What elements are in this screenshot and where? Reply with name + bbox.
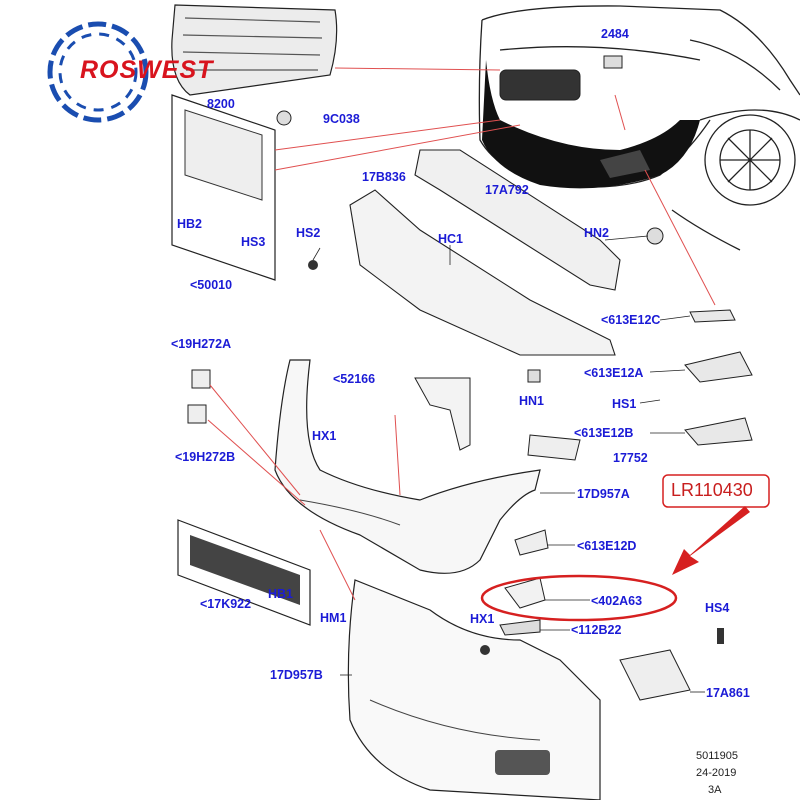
bracket-17a861 <box>619 649 691 701</box>
label-17b836: 17B836 <box>362 170 406 184</box>
label-leaders <box>312 235 705 693</box>
roswest-logo-mark <box>47 21 149 123</box>
label-hs3: HS3 <box>241 235 266 249</box>
bracket-52166 <box>414 377 471 451</box>
part-hn2 <box>646 227 664 245</box>
label-52166: <52166 <box>333 372 376 386</box>
label-17k922: <17K922 <box>200 597 252 611</box>
label-9c038: 9C038 <box>323 112 360 126</box>
label-19h272b: <19H272B <box>175 450 236 464</box>
plate-box <box>171 94 276 281</box>
label-hs4: HS4 <box>705 601 730 615</box>
label-17d957a: 17D957A <box>577 487 630 501</box>
lower-grille-17k922 <box>190 535 300 605</box>
plate-bracket <box>184 109 263 201</box>
logo-brand: ROSWEST <box>80 56 214 84</box>
part-hx1 <box>480 645 490 655</box>
bumper-cover-17d957b <box>347 579 601 800</box>
label-hn2: HN2 <box>584 226 610 240</box>
bumper-cover-17d957a <box>274 359 541 574</box>
car-grille <box>499 69 581 101</box>
label-112b22: <112B22 <box>571 623 622 637</box>
label-hs1: HS1 <box>612 397 637 411</box>
cover-613e12d <box>514 529 549 556</box>
part-hn1 <box>527 369 541 383</box>
footer-date: 24-2019 <box>696 767 737 779</box>
label-8200: 8200 <box>207 97 235 111</box>
label-hb2: HB2 <box>177 217 203 231</box>
bracket-19h272b <box>187 404 207 424</box>
label-hx1-lower: HX1 <box>470 612 495 626</box>
lamp-613e12a <box>684 351 753 383</box>
clip-9c038 <box>276 110 292 126</box>
label-613e12d: <613E12D <box>577 539 637 553</box>
part-112b22 <box>499 619 541 636</box>
lamp-613e12b <box>684 417 753 446</box>
label-613e12b: <613E12B <box>574 426 634 440</box>
highlight-box <box>662 474 770 508</box>
label-hn1: HN1 <box>519 394 545 408</box>
lower-grille-box <box>177 519 311 626</box>
lower-vent <box>495 750 550 775</box>
leader-lines <box>207 67 716 601</box>
label-hx1-upper: HX1 <box>312 429 337 443</box>
label-613e12a: <613E12A <box>584 366 644 380</box>
label-2484: 2484 <box>601 27 629 41</box>
highlight-ellipse <box>480 574 678 622</box>
lamp-613e12c <box>689 309 736 323</box>
label-hs2: HS2 <box>296 226 321 240</box>
label-hb1: HB1 <box>268 587 294 601</box>
grille-8200 <box>171 4 338 96</box>
beam-17b836 <box>349 189 616 356</box>
label-hm1: HM1 <box>320 611 347 625</box>
car-foglamp <box>600 150 650 178</box>
label-17d957b: 17D957B <box>270 668 323 682</box>
car-bumper-dark <box>482 60 700 189</box>
part-17752 <box>527 434 581 461</box>
reinforcement-17a792 <box>414 149 621 291</box>
label-17752: 17752 <box>613 451 648 465</box>
label-613e12c: <613E12C <box>601 313 661 327</box>
label-402a63: <402A63 <box>591 594 643 608</box>
label-19h272a: <19H272A <box>171 337 232 351</box>
part-hs4 <box>717 628 724 644</box>
label-50010: <50010 <box>190 278 233 292</box>
part-2484 <box>603 55 623 69</box>
bracket-19h272a <box>191 369 211 389</box>
highlight-arrow <box>672 506 750 575</box>
label-hc1: HC1 <box>438 232 464 246</box>
label-17a861: 17A861 <box>706 686 750 700</box>
footer-revision: 3A <box>708 784 722 796</box>
label-17a792: 17A792 <box>485 183 529 197</box>
footer-diagram-number: 5011905 <box>696 750 739 762</box>
highlight-part-number: LR110430 <box>671 480 753 500</box>
part-hs2 <box>308 260 318 270</box>
